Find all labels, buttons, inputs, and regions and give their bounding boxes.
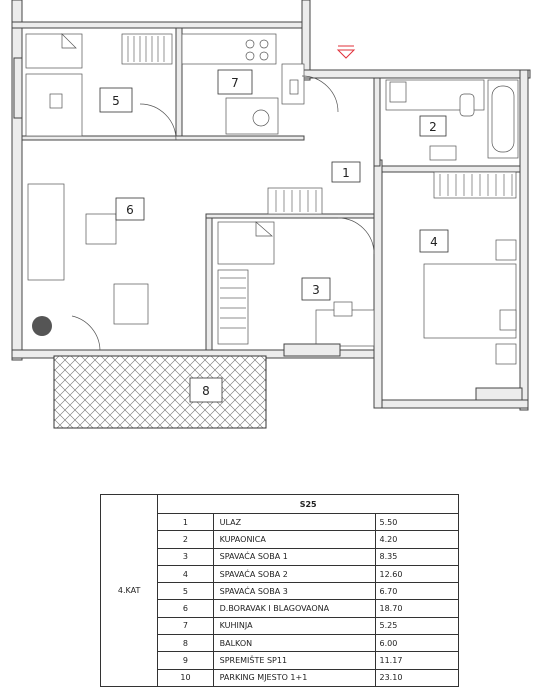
row-number: 3 <box>157 547 214 566</box>
room-label-2: 2 <box>419 115 447 137</box>
room-label-7: 7 <box>217 69 253 95</box>
room-2-furniture <box>301 45 519 161</box>
balcony <box>53 355 267 429</box>
room-area: 5.50 <box>374 512 459 532</box>
room-area: 18.70 <box>374 599 459 618</box>
room-5-furniture <box>13 33 177 141</box>
table-title-row: 4.KAT S25 <box>99 494 459 687</box>
svg-text:3: 3 <box>312 283 320 297</box>
row-number: 4 <box>157 564 214 584</box>
room-name: SPAVAĆA SOBA 1 <box>212 547 376 566</box>
room-label-6: 6 <box>115 197 145 221</box>
room-name: SPAVAĆA SOBA 2 <box>212 564 376 584</box>
room-name: SPAVAĆA SOBA 3 <box>212 582 376 601</box>
row-number: 1 <box>157 512 214 532</box>
room-labels: 1 2 3 4 5 6 7 8 <box>99 69 449 403</box>
row-number: 5 <box>157 582 214 601</box>
row-number: 7 <box>157 616 214 636</box>
room-area: 6.70 <box>374 582 459 601</box>
room-label-3: 3 <box>301 277 331 301</box>
room-name: KUHINJA <box>212 616 376 636</box>
room-area: 6.00 <box>374 634 459 653</box>
row-number: 10 <box>157 668 214 687</box>
room-label-4: 4 <box>419 229 449 253</box>
entry-marker-icon <box>336 49 356 59</box>
room-name: PARKING MJESTO 1+1 <box>212 668 376 687</box>
room-area: 8.35 <box>374 547 459 566</box>
svg-text:2: 2 <box>429 120 437 134</box>
room-3-furniture <box>217 187 375 357</box>
room-area: 12.60 <box>374 564 459 584</box>
room-4-furniture <box>423 171 523 401</box>
svg-text:6: 6 <box>126 203 134 217</box>
room-name: BALKON <box>212 634 376 653</box>
svg-text:7: 7 <box>231 76 239 90</box>
room-name: KUPAONICA <box>212 530 376 549</box>
floor-plan: 1 2 3 4 5 6 7 8 <box>11 0 531 429</box>
room-name: ULAZ <box>212 512 376 532</box>
svg-text:5: 5 <box>112 94 120 108</box>
svg-text:4: 4 <box>430 235 438 249</box>
svg-text:1: 1 <box>342 166 350 180</box>
room-area: 11.17 <box>374 651 459 670</box>
svg-text:8: 8 <box>202 384 210 398</box>
walls <box>11 0 531 411</box>
room-area: 5.25 <box>374 616 459 636</box>
room-label-8: 8 <box>189 377 223 403</box>
room-7-furniture <box>181 33 305 135</box>
row-number: 8 <box>157 634 214 653</box>
floor-cell: 4.KAT <box>99 494 159 687</box>
room-name: SPREMIŠTE SP11 <box>212 651 376 670</box>
row-number: 9 <box>157 651 214 670</box>
table-title: S25 <box>157 494 459 514</box>
room-area: 4.20 <box>374 530 459 549</box>
room-label-5: 5 <box>99 87 133 113</box>
room-6-furniture <box>27 183 149 351</box>
row-number: 2 <box>157 530 214 549</box>
row-number: 6 <box>157 599 214 618</box>
room-area: 23.10 <box>374 668 459 687</box>
room-label-1: 1 <box>331 161 361 183</box>
room-name: D.BORAVAK I BLAGOVAONA <box>212 599 376 618</box>
